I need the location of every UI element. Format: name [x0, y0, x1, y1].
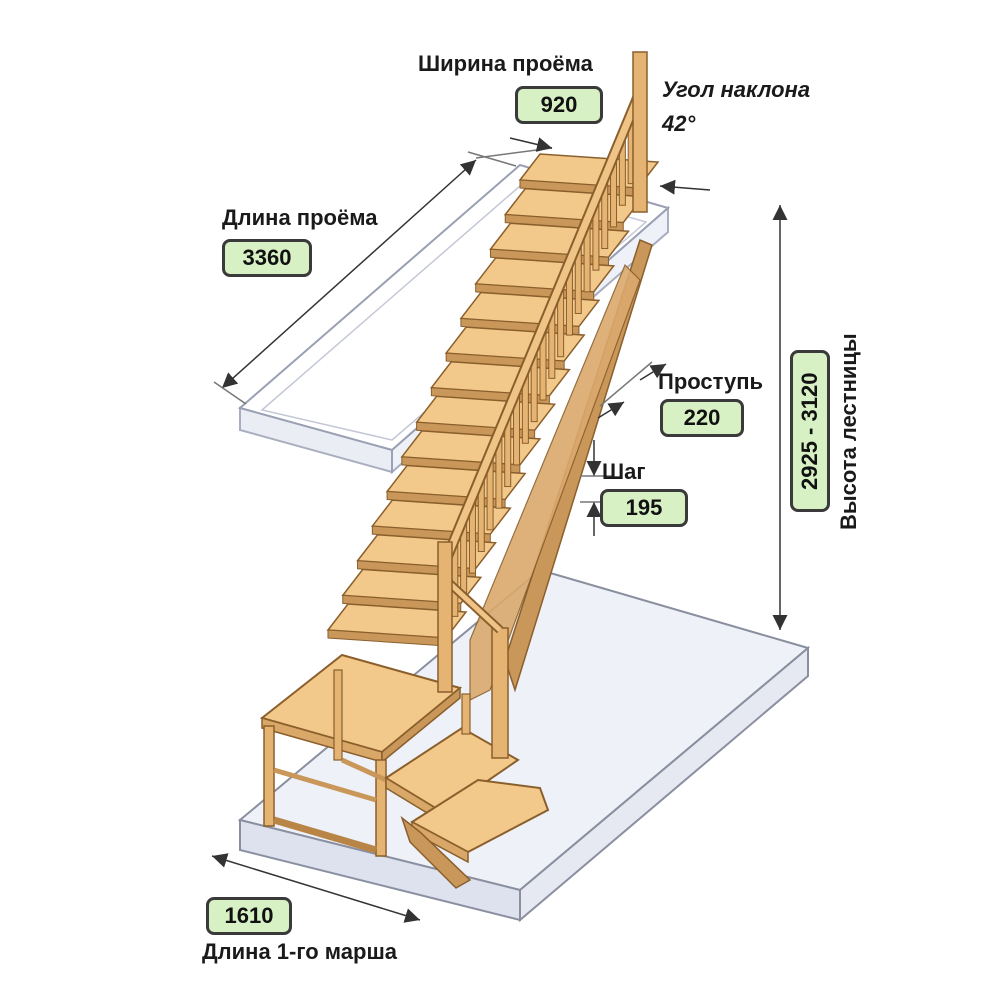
balusters	[451, 112, 635, 617]
step-value: 195	[600, 489, 688, 527]
opening-length-value: 3360	[222, 239, 312, 277]
landing-platform	[259, 653, 463, 857]
step-label: Шаг	[602, 459, 646, 484]
stair-height-value: 2925 - 3120	[790, 350, 830, 512]
handrail	[437, 51, 648, 693]
slope-angle-value: 42°	[662, 111, 696, 136]
first-flight-length-label: Длина 1-го марша	[202, 939, 398, 964]
winder-steps	[384, 627, 550, 889]
stair-tread-edge	[342, 594, 462, 612]
dimension-lines	[211, 137, 788, 923]
opening-length-label: Длина проёма	[222, 205, 378, 230]
slope-angle-label: Угол наклона	[662, 77, 811, 102]
opening-width-label: Ширина проёма	[418, 51, 593, 76]
stair-height-label: Высота лестницы	[836, 333, 861, 530]
tread-value: 220	[660, 399, 744, 437]
tread-label: Проступь	[658, 369, 764, 394]
stair-treads	[326, 153, 660, 647]
first-flight-length-value: 1610	[206, 897, 292, 935]
stair-stringer	[469, 238, 653, 701]
opening-width-value: 920	[515, 86, 603, 124]
